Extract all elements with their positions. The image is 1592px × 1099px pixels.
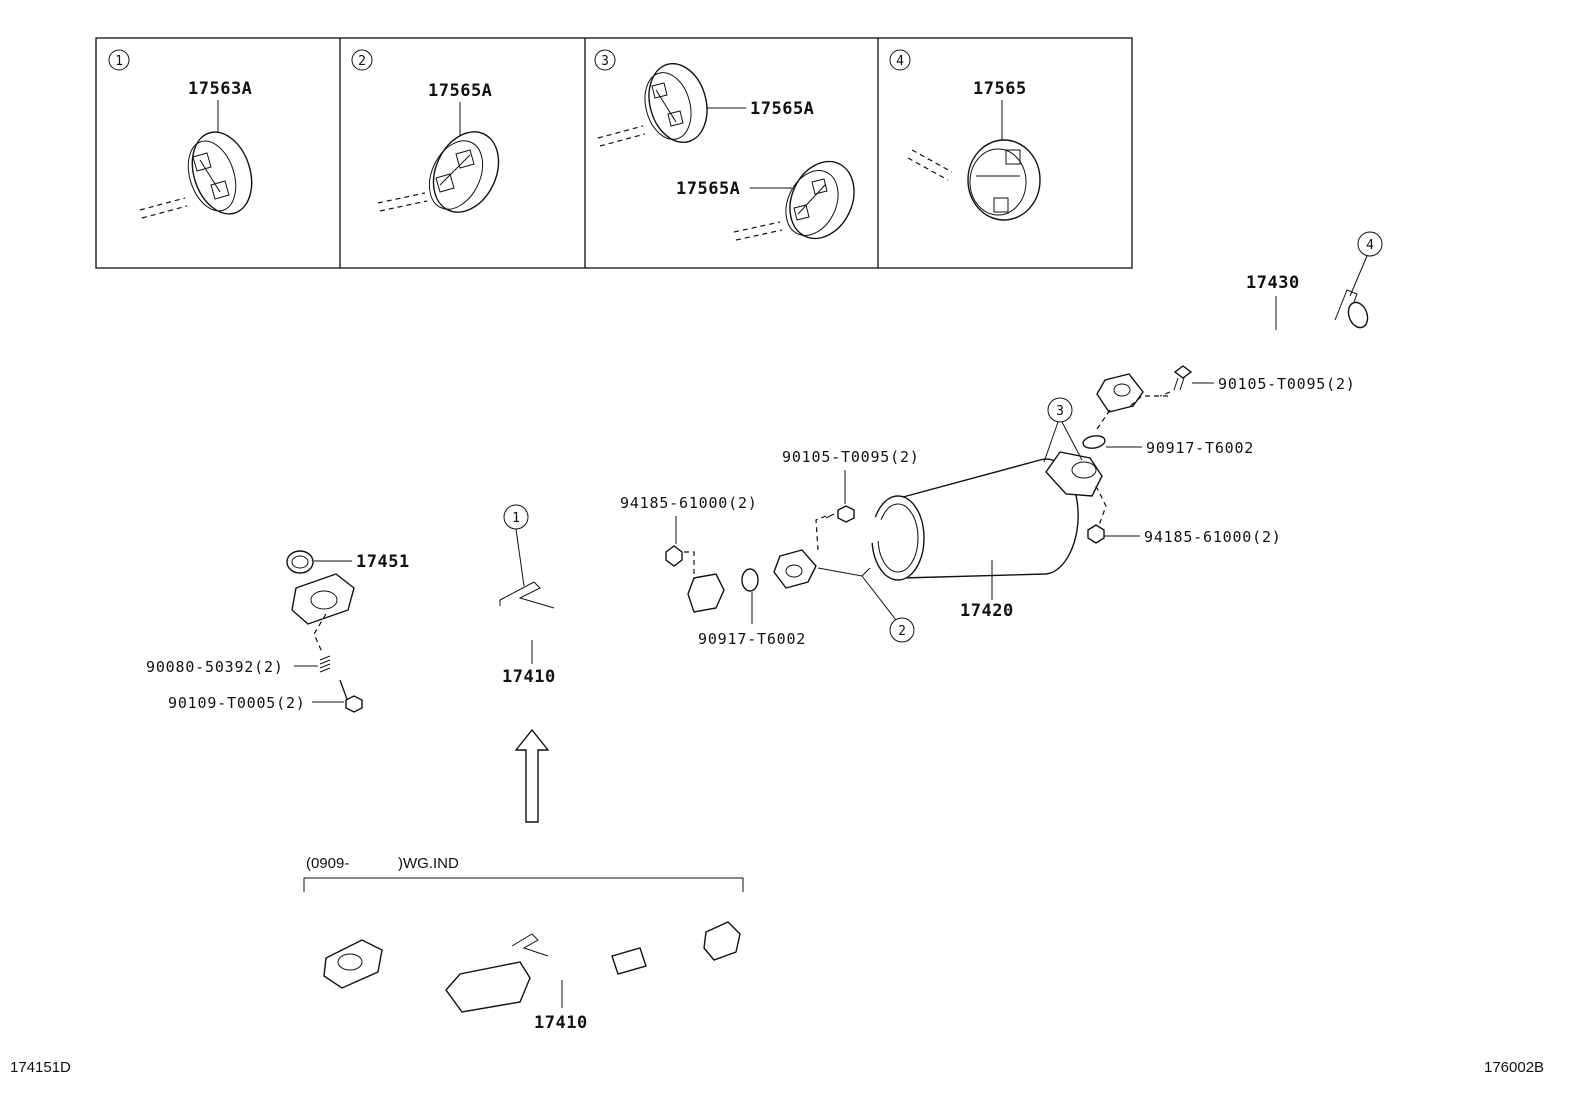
hanger-rubber-icon [785, 160, 855, 240]
part-90105-T0095-mid-label: 90105-T0095(2) [782, 448, 920, 466]
front-pipe-with-catalyst [323, 921, 741, 1013]
inset-panel [95, 37, 1133, 269]
gasket-icon [1082, 435, 1106, 449]
hanger-rubber-icon [187, 131, 253, 215]
inset-2-part-label: 17565A [428, 81, 492, 101]
inset-4-part-label: 17565 [973, 79, 1027, 99]
inset-2-circle-label: 2 [358, 54, 366, 69]
inset-1: 1 17563A [108, 49, 253, 219]
spring-icon [319, 655, 331, 673]
part-17410-label: 17410 [502, 667, 556, 687]
part-17430-label: 17430 [1246, 273, 1300, 293]
svg-text:3: 3 [1056, 404, 1064, 419]
inset-4: 4 17565 [889, 49, 1041, 221]
inset-3: 3 17565A 17565A [594, 49, 855, 241]
part-17410-alt-label: 17410 [534, 1013, 588, 1033]
part-90917-T6002-left-label: 90917-T6002 [698, 630, 806, 648]
callout-1: 1 [503, 504, 529, 587]
callout-2: 2 [861, 575, 915, 643]
nut-icon [665, 545, 683, 567]
part-90917-T6002-right-label: 90917-T6002 [1146, 439, 1254, 457]
gasket-icon [286, 550, 314, 574]
part-90080-50392-label: 90080-50392(2) [146, 658, 284, 676]
hanger-rubber-icon [428, 131, 500, 213]
hanger-rubber-icon [644, 62, 708, 144]
inset-1-circle-label: 1 [115, 54, 123, 69]
part-94185-61000-right-label: 94185-61000(2) [1144, 528, 1282, 546]
gasket-icon [741, 568, 759, 592]
callout-3: 3 [1043, 397, 1083, 463]
bolt-icon [825, 505, 855, 523]
inset-2: 2 17565A [351, 49, 500, 213]
variant-code-label: )WG.IND [398, 855, 459, 872]
footer-left-code: 174151D [10, 1059, 71, 1076]
muffler [773, 451, 1103, 589]
bolt-icon [339, 679, 363, 713]
footer-right-code: 176002B [1484, 1059, 1544, 1076]
inset-1-part-label: 17563A [188, 79, 252, 99]
part-90105-T0095-top-label: 90105-T0095(2) [1218, 375, 1356, 393]
front-pipe [291, 573, 725, 675]
part-90109-T0005-label: 90109-T0005(2) [168, 694, 306, 712]
part-17451-label: 17451 [356, 552, 410, 572]
nut-icon [1087, 524, 1105, 544]
up-arrow-icon [514, 728, 550, 823]
inset-3-circle-label: 3 [601, 54, 609, 69]
variant-date-label: (0909- [306, 855, 349, 872]
svg-text:4: 4 [1366, 238, 1374, 253]
callout-4: 4 [1349, 231, 1383, 297]
part-17420-label: 17420 [960, 601, 1014, 621]
bolt-icon [1173, 365, 1193, 391]
tail-pipe [1096, 289, 1369, 413]
svg-text:1: 1 [512, 511, 520, 526]
part-94185-61000-left-label: 94185-61000(2) [620, 494, 758, 512]
inset-4-circle-label: 4 [896, 54, 904, 69]
hanger-rubber-icon [967, 139, 1041, 221]
inset-3-part-label-bottom: 17565A [676, 179, 740, 199]
svg-text:2: 2 [898, 624, 906, 639]
inset-3-part-label-top: 17565A [750, 99, 814, 119]
